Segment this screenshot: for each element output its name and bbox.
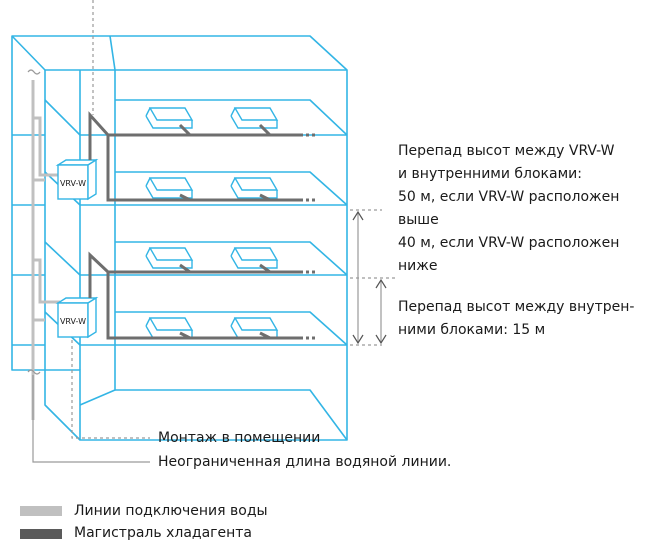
indoor-unit bbox=[145, 107, 194, 129]
building-outline bbox=[11, 35, 348, 441]
note-line: ними блоками: 15 м bbox=[398, 322, 546, 338]
indoor-units bbox=[145, 107, 279, 339]
left-diag-top bbox=[11, 35, 46, 71]
vrv-units bbox=[55, 158, 99, 339]
height-dimensions bbox=[350, 209, 395, 346]
note-line: 50 м, если VRV-W расположен bbox=[398, 189, 620, 205]
legend-label-refrigerant: Магистраль хладагента bbox=[74, 525, 253, 541]
break-mark bbox=[27, 69, 41, 75]
legend-label-water: Линии подключения воды bbox=[74, 503, 268, 519]
note-line: выше bbox=[398, 212, 439, 228]
indoor-install-label: Монтаж в помещении bbox=[158, 430, 321, 446]
vrv-w-unit bbox=[55, 296, 99, 339]
indoor-unit bbox=[230, 177, 279, 199]
note-line: Перепад высот между внутрен- bbox=[398, 299, 635, 315]
indoor-unit bbox=[230, 317, 279, 339]
core-left bbox=[44, 70, 81, 441]
note-line: и внутренними блоками: bbox=[398, 166, 582, 182]
back-left-face bbox=[79, 35, 116, 406]
indoor-install-leader bbox=[71, 340, 150, 439]
note-line: Перепад высот между VRV-W bbox=[398, 143, 615, 159]
water-length-leader bbox=[32, 375, 150, 463]
indoor-unit bbox=[145, 177, 194, 199]
vrv-w-label: VRV-W bbox=[60, 317, 86, 326]
indoor-unit bbox=[230, 107, 279, 129]
note-line: 40 м, если VRV-W расположен bbox=[398, 235, 620, 251]
water-lines bbox=[31, 80, 60, 420]
refrigerant-lines bbox=[88, 111, 318, 340]
note-line: ниже bbox=[398, 258, 438, 274]
water-line-swatch bbox=[20, 506, 62, 516]
vrv-w-unit bbox=[55, 158, 99, 201]
indoor-unit bbox=[145, 247, 194, 269]
indoor-unit bbox=[230, 247, 279, 269]
break-mark bbox=[27, 369, 41, 375]
vrv-w-label: VRV-W bbox=[60, 179, 86, 188]
water-line-length-label: Неограниченная длина водяной линии. bbox=[158, 454, 452, 470]
refrigerant-swatch bbox=[20, 529, 62, 539]
